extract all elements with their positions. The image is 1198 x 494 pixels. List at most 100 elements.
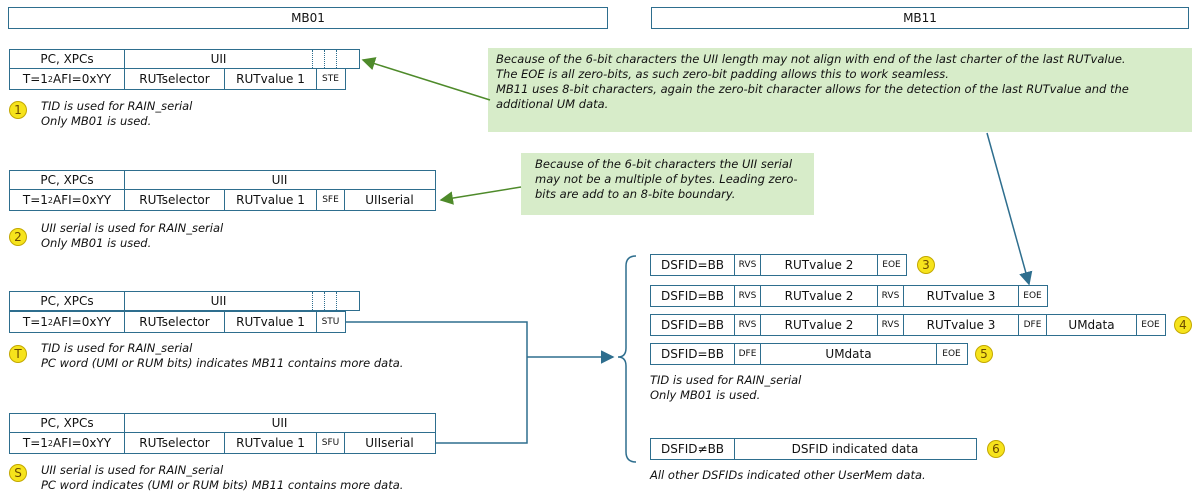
mb11-row-3b: DSFID=BB RVS RUTvalue 2 RVS RUTvalue 3 E…: [650, 285, 1048, 307]
umdata-cell: UMdata: [760, 344, 936, 364]
note-5a: TID is used for RAIN_serial: [650, 373, 802, 387]
pc-xpcs-cell: PC, XPCs: [40, 52, 94, 66]
rutselector-cell: RUTselector: [124, 69, 224, 89]
connector-stu: [346, 321, 528, 357]
mb11-row-3: DSFID=BB RVS RUTvalue 2 EOE: [650, 254, 907, 276]
uiiserial-cell: UIIserial: [344, 190, 434, 210]
dsfid-data-cell: DSFID indicated data: [734, 439, 975, 459]
note-line: Because of the 6-bit characters the UII …: [535, 157, 793, 171]
note-line: MB11 uses 8-bit characters, again the ze…: [496, 82, 1129, 96]
uii-cell: UII: [124, 50, 312, 68]
note-line: additional UM data.: [496, 97, 609, 111]
note-5b: Only MB01 is used.: [650, 388, 761, 402]
uii-cell: UII: [124, 171, 434, 189]
rvs-cell: RVS: [877, 286, 903, 306]
note-box-mid: Because of the 6-bit characters the UII …: [521, 153, 814, 215]
arrow-mid-note: [439, 186, 522, 205]
badge-T: T: [9, 345, 27, 363]
arrow-top-note: [361, 57, 491, 101]
pc-xpcs-cell: PC, XPCs: [40, 294, 94, 308]
badge-6: 6: [987, 440, 1005, 458]
rutselector-cell: RUTselector: [124, 433, 224, 453]
dsfid-cell: DSFID=BB: [660, 347, 725, 361]
rutvalue2-cell: RUTvalue 2: [760, 315, 877, 335]
connector-sfu: [436, 357, 528, 444]
dfe-cell: DFE: [1018, 315, 1046, 335]
badge-3: 3: [917, 256, 935, 274]
note-line: bits are add to an 8-bite boundary.: [535, 187, 736, 201]
eoe-cell: EOE: [1018, 286, 1046, 306]
umdata-cell: UMdata: [1046, 315, 1136, 335]
dfe-cell: DFE: [734, 344, 760, 364]
badge-4: 4: [1174, 316, 1192, 334]
stu-cell: STU: [316, 312, 344, 332]
rutvalue2-cell: RUTvalue 2: [760, 286, 877, 306]
pad-cell: [312, 50, 324, 68]
badge-5: 5: [975, 345, 993, 363]
note-line: The EOE is all zero-bits, as such zero-b…: [496, 67, 949, 81]
note-1a: TID is used for RAIN_serial: [41, 99, 193, 113]
pad-cell: [324, 50, 336, 68]
pad-cell: [336, 292, 358, 310]
rutselector-cell: RUTselector: [124, 312, 224, 332]
rvs-cell: RVS: [734, 315, 760, 335]
badge-2: 2: [9, 228, 27, 246]
arrow-to-eoe: [986, 132, 1033, 286]
pad-cell: [312, 292, 324, 310]
note-1b: Only MB01 is used.: [41, 114, 152, 128]
pad-cell: [336, 50, 358, 68]
dsfid-cell: DSFID=BB: [660, 289, 725, 303]
rutvalue3-cell: RUTvalue 3: [903, 286, 1018, 306]
ste-cell: STE: [316, 69, 344, 89]
rutvalue1-cell: RUTvalue 1: [224, 69, 316, 89]
mb11-row-5: DSFID=BB DFE UMdata EOE: [650, 343, 968, 365]
rvs-cell: RVS: [734, 286, 760, 306]
note-6: All other DSFIDs indicated other UserMem…: [650, 468, 926, 482]
eoe-cell: EOE: [877, 255, 905, 275]
rutvalue3-cell: RUTvalue 3: [903, 315, 1018, 335]
rutvalue1-cell: RUTvalue 1: [224, 190, 316, 210]
note-2a: UII serial is used for RAIN_serial: [41, 221, 224, 235]
note-line: may not be a multiple of bytes. Leading …: [535, 172, 798, 186]
rutvalue1-cell: RUTvalue 1: [224, 433, 316, 453]
mb01-header: MB01: [8, 7, 608, 29]
pc-xpcs-cell: PC, XPCs: [40, 173, 94, 187]
rvs-cell: RVS: [877, 315, 903, 335]
uiiserial-cell: UIIserial: [344, 433, 434, 453]
note-Tb: PC word (UMI or RUM bits) indicates MB11…: [41, 356, 404, 370]
rutvalue1-cell: RUTvalue 1: [224, 312, 316, 332]
note-Sa: UII serial is used for RAIN_serial: [41, 463, 224, 477]
eoe-cell: EOE: [936, 344, 966, 364]
block2-pc-row: PC, XPCs UII: [9, 170, 436, 190]
rutvalue2-cell: RUTvalue 2: [760, 255, 877, 275]
badge-1: 1: [9, 101, 27, 119]
dsfid-cell: DSFID=BB: [660, 258, 725, 272]
badge-S: S: [9, 464, 27, 482]
mb11-row-6: DSFID≠BB DSFID indicated data: [650, 438, 977, 460]
mb11-header: MB11: [651, 7, 1189, 29]
brace: [617, 255, 637, 463]
rutselector-cell: RUTselector: [124, 190, 224, 210]
note-Ta: TID is used for RAIN_serial: [41, 341, 193, 355]
blockT-pc-row: PC, XPCs UII: [9, 291, 360, 311]
uii-cell: UII: [124, 414, 434, 432]
dsfid-cell: DSFID=BB: [660, 318, 725, 332]
uii-cell: UII: [124, 292, 312, 310]
pc-xpcs-cell: PC, XPCs: [40, 416, 94, 430]
note-Sb: PC word indicates (UMI or RUM bits) MB11…: [41, 478, 404, 492]
sfe-cell: SFE: [316, 190, 344, 210]
eoe-cell: EOE: [1136, 315, 1164, 335]
rvs-cell: RVS: [734, 255, 760, 275]
sfu-cell: SFU: [316, 433, 344, 453]
mb11-row-4: DSFID=BB RVS RUTvalue 2 RVS RUTvalue 3 D…: [650, 314, 1166, 336]
note-box-top: Because of the 6-bit characters the UII …: [488, 48, 1192, 132]
